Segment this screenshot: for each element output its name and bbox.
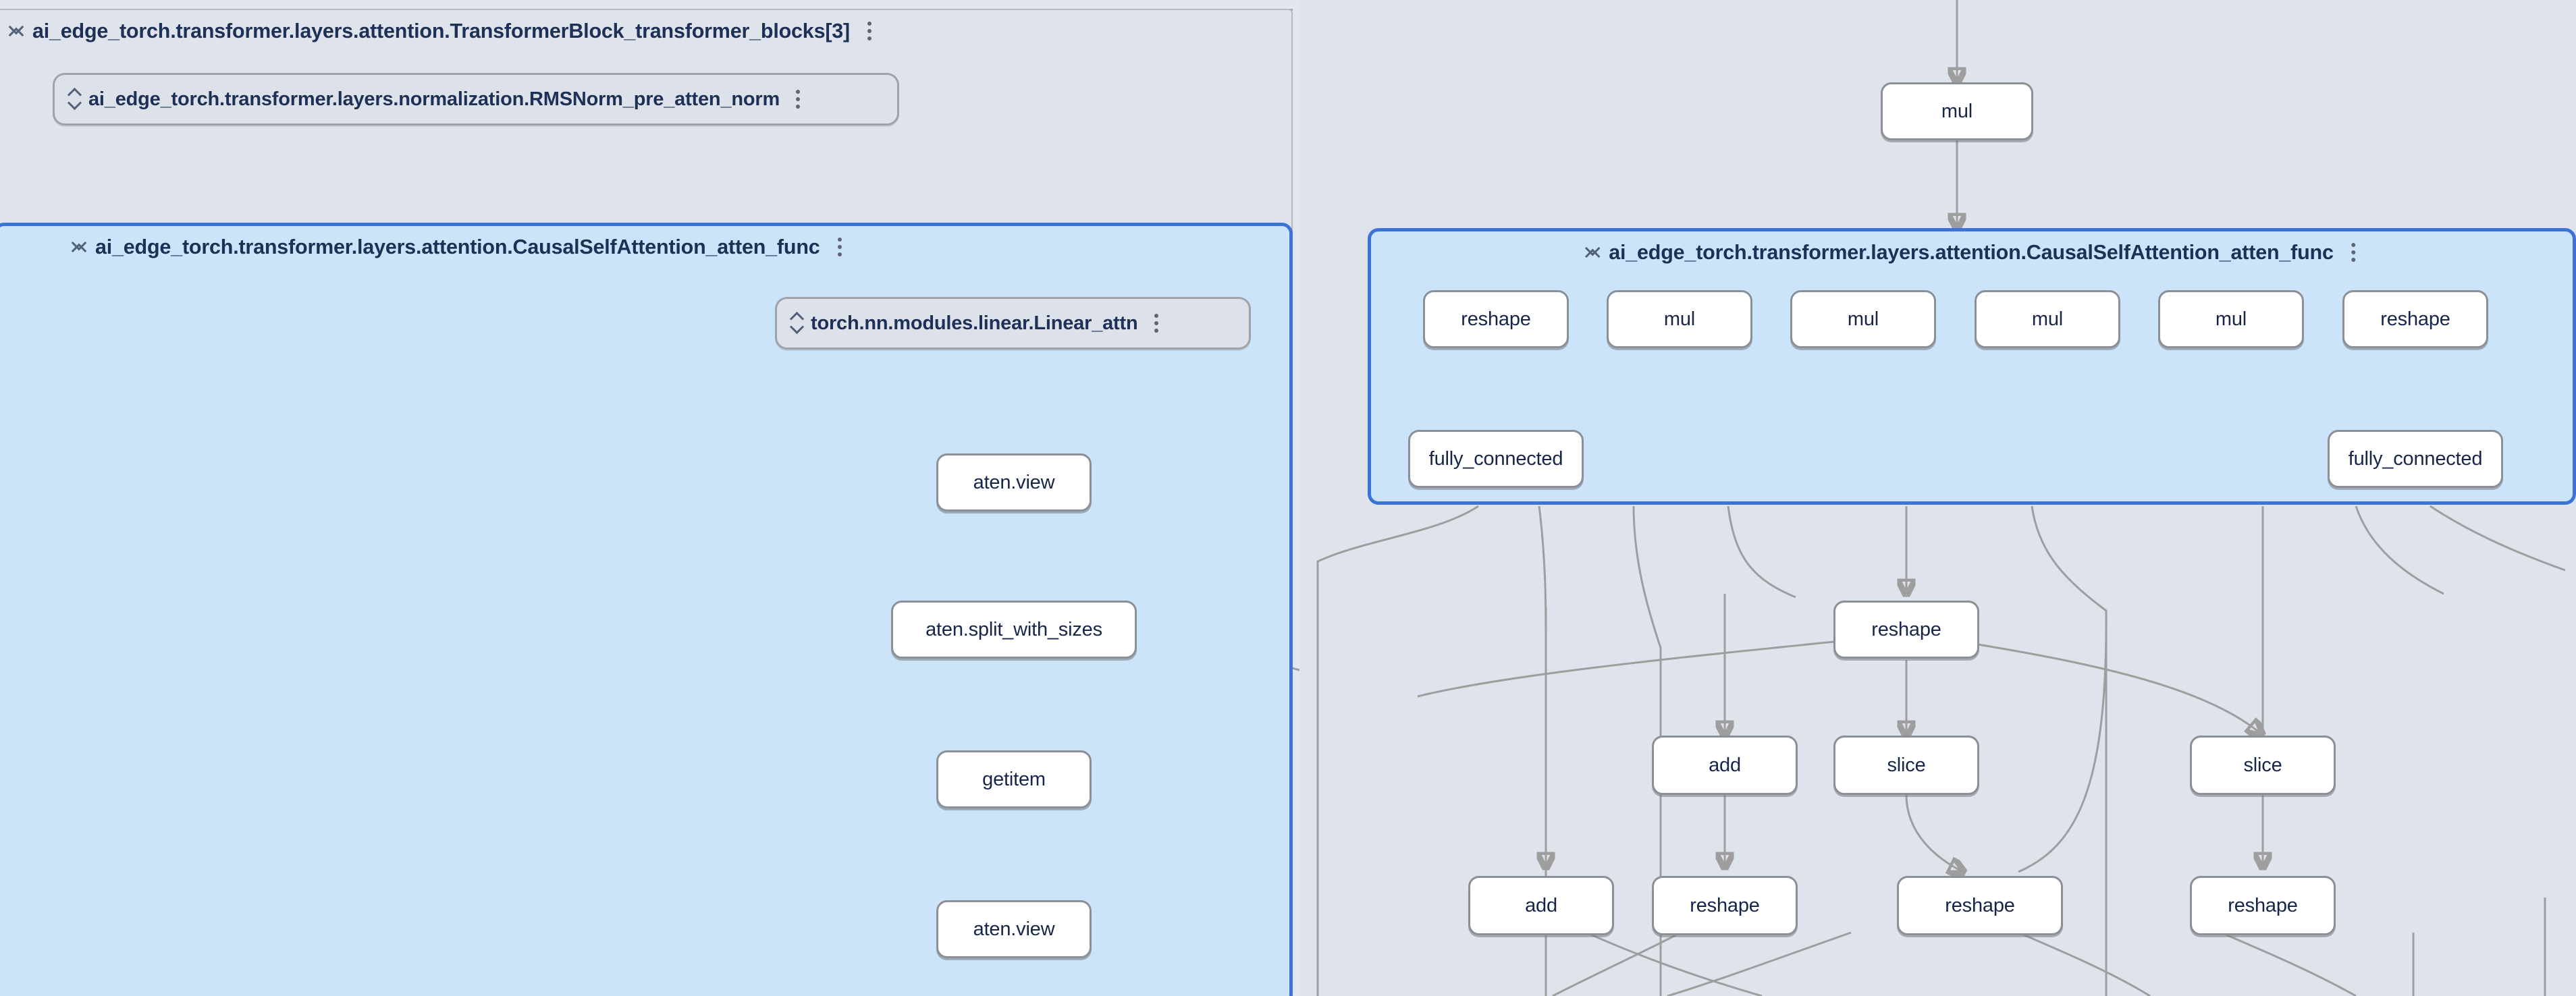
more-vert-icon[interactable] xyxy=(2351,241,2358,264)
expand-chevrons-icon[interactable] xyxy=(790,312,804,335)
collapse-chevrons-icon[interactable] xyxy=(9,20,24,43)
op-label: reshape xyxy=(2380,308,2450,330)
collapse-chevrons-icon[interactable] xyxy=(72,236,87,258)
group-causal-self-attention-left-header[interactable]: ai_edge_torch.transformer.layers.attenti… xyxy=(57,226,844,268)
op-label: getitem xyxy=(982,768,1046,790)
op-node-reshape-r1[interactable]: reshape xyxy=(1833,601,1979,659)
op-label: mul xyxy=(1847,308,1879,330)
op-label: reshape xyxy=(1690,894,1760,916)
op-node-add-r2[interactable]: add xyxy=(1652,736,1798,795)
pill-linear-attn[interactable]: torch.nn.modules.linear.Linear_attn xyxy=(775,297,1251,350)
op-node-aten-view-1[interactable]: aten.view xyxy=(936,453,1092,511)
op-label: mul xyxy=(2031,308,2064,330)
op-node-fully-connected-left[interactable]: fully_connected xyxy=(1408,430,1584,488)
group-causal-self-attention-right-title: ai_edge_torch.transformer.layers.attenti… xyxy=(1609,240,2334,264)
op-label: fully_connected xyxy=(2348,447,2483,470)
op-node-reshape-r3-a[interactable]: reshape xyxy=(1652,876,1798,935)
op-node-reshape-r3-b[interactable]: reshape xyxy=(1897,876,2063,935)
op-node-getitem[interactable]: getitem xyxy=(936,750,1092,808)
group-causal-self-attention-right-header[interactable]: ai_edge_torch.transformer.layers.attenti… xyxy=(1586,231,2358,273)
op-label: reshape xyxy=(1461,308,1531,330)
op-label: aten.view xyxy=(973,918,1055,940)
op-label: slice xyxy=(1887,754,1926,776)
more-vert-icon[interactable] xyxy=(1154,312,1161,335)
op-node-mul-top[interactable]: mul xyxy=(1881,82,2033,140)
op-node-add-r3[interactable]: add xyxy=(1468,876,1614,935)
op-node-fully-connected-right[interactable]: fully_connected xyxy=(2328,430,2503,488)
op-label: reshape xyxy=(2228,894,2298,916)
collapse-chevrons-icon[interactable] xyxy=(1586,241,1601,264)
pill-linear-attn-label: torch.nn.modules.linear.Linear_attn xyxy=(811,312,1138,334)
op-node-reshape-g2[interactable]: reshape xyxy=(2342,290,2488,348)
op-label: add xyxy=(1525,894,1557,916)
op-label: slice xyxy=(2243,754,2282,776)
expand-chevrons-icon[interactable] xyxy=(68,88,82,111)
op-node-slice-r2-right[interactable]: slice xyxy=(2190,736,2336,795)
pill-rmsnorm-pre-atten-norm[interactable]: ai_edge_torch.transformer.layers.normali… xyxy=(53,73,899,126)
more-vert-icon[interactable] xyxy=(867,20,874,43)
op-label: fully_connected xyxy=(1428,447,1563,470)
group-causal-self-attention-left-title: ai_edge_torch.transformer.layers.attenti… xyxy=(95,235,820,258)
op-node-mul-g1[interactable]: mul xyxy=(1607,290,1752,348)
op-node-slice-r2-center[interactable]: slice xyxy=(1833,736,1979,795)
op-label: mul xyxy=(2215,308,2247,330)
op-label: mul xyxy=(1941,100,1973,122)
more-vert-icon[interactable] xyxy=(796,88,803,111)
op-node-mul-g2[interactable]: mul xyxy=(1790,290,1936,348)
op-label: reshape xyxy=(1871,618,1941,640)
group-transformer-block-title: ai_edge_torch.transformer.layers.attenti… xyxy=(32,19,851,43)
op-node-aten-split-with-sizes[interactable]: aten.split_with_sizes xyxy=(891,601,1137,659)
op-label: mul xyxy=(1663,308,1696,330)
op-node-mul-g4[interactable]: mul xyxy=(2158,290,2304,348)
pill-rmsnorm-label: ai_edge_torch.transformer.layers.normali… xyxy=(88,88,780,110)
op-label: aten.split_with_sizes xyxy=(925,618,1102,640)
more-vert-icon[interactable] xyxy=(837,236,844,258)
op-label: reshape xyxy=(1945,894,2015,916)
op-node-reshape-g1[interactable]: reshape xyxy=(1423,290,1569,348)
op-label: add xyxy=(1709,754,1741,776)
op-node-reshape-r3-c[interactable]: reshape xyxy=(2190,876,2336,935)
op-label: aten.view xyxy=(973,471,1055,493)
group-transformer-block-header[interactable]: ai_edge_torch.transformer.layers.attenti… xyxy=(0,10,874,52)
op-node-aten-view-2[interactable]: aten.view xyxy=(936,900,1092,958)
op-node-mul-g3[interactable]: mul xyxy=(1975,290,2120,348)
